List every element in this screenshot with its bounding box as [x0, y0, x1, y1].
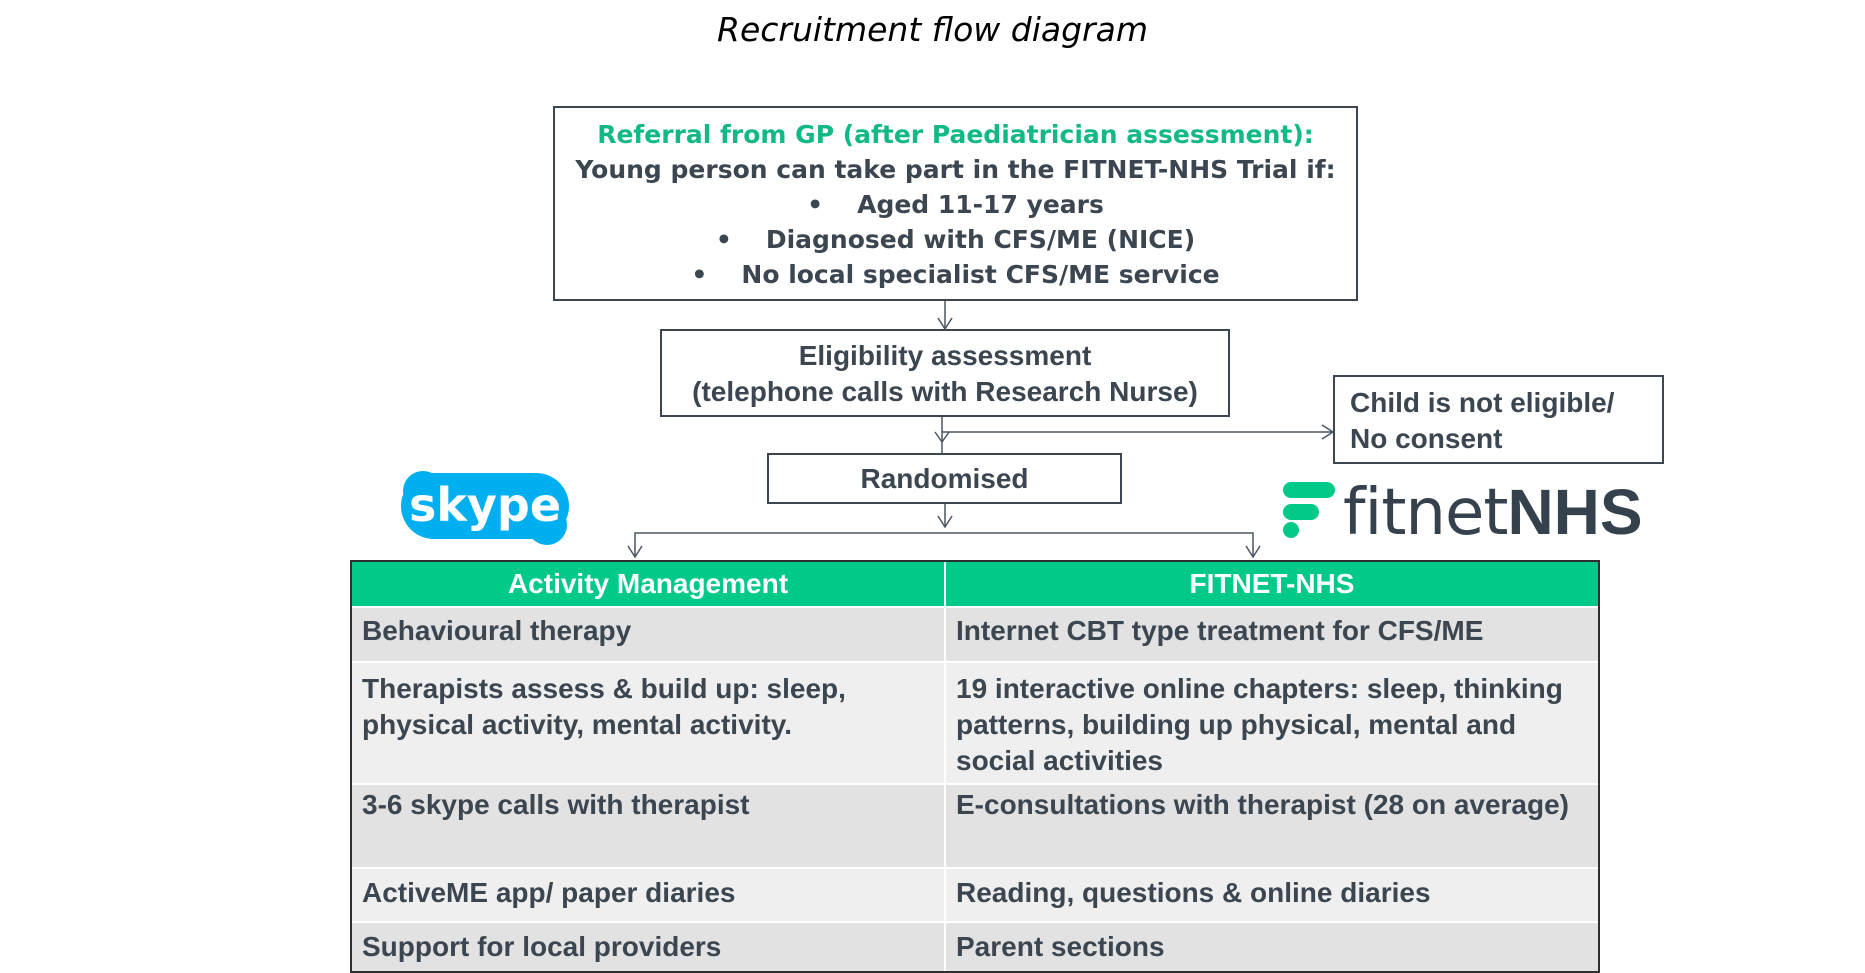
table-row: 3-6 skype calls with therapist E-consult… [352, 783, 1598, 867]
fitnet-nhs-logo: fitnetNHS [1283, 480, 1643, 545]
not-eligible-box: Child is not eligible/ No consent [1333, 375, 1664, 464]
column-header: FITNET-NHS [946, 562, 1598, 606]
diagram-title: Recruitment flow diagram [717, 10, 1148, 49]
table-cell: Support for local providers [352, 923, 946, 971]
arrowhead [937, 317, 953, 331]
table-cell: Internet CBT type treatment for CFS/ME [946, 608, 1598, 661]
table-row: Support for local providers Parent secti… [352, 921, 1598, 971]
bullet-icon: • [691, 260, 708, 289]
arrow-split [634, 532, 1254, 557]
table-cell: Therapists assess & build up: sleep, phy… [352, 663, 946, 783]
criterion-text: Diagnosed with CFS/ME (NICE) [765, 225, 1196, 254]
eligibility-title: Eligibility assessment [798, 340, 1092, 371]
arrowhead [937, 515, 953, 529]
arrowhead [934, 431, 950, 444]
bullet-icon: • [807, 190, 824, 219]
svg-text:skype: skype [409, 478, 561, 532]
arrowhead [1245, 545, 1261, 559]
skype-logo: skype [401, 471, 569, 545]
nhs-wordmark: NHS [1507, 476, 1643, 548]
table-cell: Reading, questions & online diaries [946, 869, 1598, 921]
criterion-text: No local specialist CFS/ME service [741, 260, 1220, 289]
referral-box: Referral from GP (after Paediatrician as… [553, 106, 1358, 301]
comparison-table: Activity Management FITNET-NHS Behaviour… [350, 560, 1600, 973]
criterion-item: • No local specialist CFS/ME service [555, 257, 1356, 292]
table-row: Behavioural therapy Internet CBT type tr… [352, 606, 1598, 661]
fitnet-wordmark: fitnet [1343, 476, 1508, 550]
not-eligible-line1: Child is not eligible/ [1350, 387, 1615, 418]
bullet-icon: • [715, 225, 732, 254]
criterion-item: • Aged 11-17 years [555, 187, 1356, 222]
table-cell: 19 interactive online chapters: sleep, t… [946, 663, 1598, 783]
table-cell: Parent sections [946, 923, 1598, 971]
criterion-item: • Diagnosed with CFS/ME (NICE) [555, 222, 1356, 257]
eligibility-detail: (telephone calls with Research Nurse) [692, 376, 1198, 407]
table-row: Therapists assess & build up: sleep, phy… [352, 661, 1598, 783]
fitnet-mark-icon [1283, 482, 1335, 538]
table-cell: 3-6 skype calls with therapist [352, 785, 946, 867]
table-header-row: Activity Management FITNET-NHS [352, 562, 1598, 606]
table-row: ActiveME app/ paper diaries Reading, que… [352, 867, 1598, 921]
not-eligible-line2: No consent [1350, 423, 1503, 454]
table-cell: ActiveME app/ paper diaries [352, 869, 946, 921]
criterion-text: Aged 11-17 years [857, 190, 1104, 219]
referral-heading: Referral from GP (after Paediatrician as… [597, 120, 1314, 149]
table-cell: Behavioural therapy [352, 608, 946, 661]
referral-subheading: Young person can take part in the FITNET… [575, 155, 1336, 184]
arrowhead [1321, 424, 1335, 440]
arrowhead [627, 545, 643, 559]
randomised-box: Randomised [767, 453, 1122, 504]
column-header: Activity Management [352, 562, 946, 606]
table-cell: E-consultations with therapist (28 on av… [946, 785, 1598, 867]
